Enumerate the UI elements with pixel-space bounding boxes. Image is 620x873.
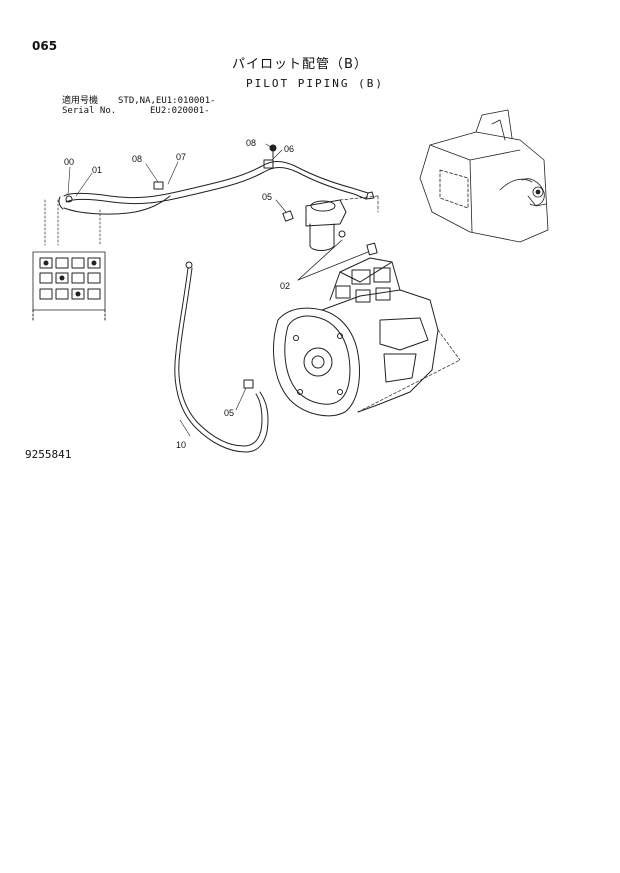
- serial-range-eu2: EU2:020001-: [150, 106, 210, 116]
- callout-10: 10: [176, 440, 186, 450]
- hose-assembly-upper: [58, 159, 375, 215]
- callout-07: 07: [176, 152, 186, 162]
- fitting-05-lower: [243, 379, 254, 389]
- serial-range-std: STD,NA,EU1:010001-: [118, 96, 216, 106]
- document-number: 9255841: [25, 448, 72, 461]
- filter-housing: [282, 195, 379, 251]
- hose-clamp-07: [153, 181, 164, 190]
- callout-02: 02: [280, 281, 290, 291]
- callout-01: 01: [92, 165, 102, 175]
- callout-00: 00: [64, 157, 74, 167]
- leader-dashed-left: [44, 199, 101, 246]
- fitting-02: [366, 242, 378, 256]
- hose-end-fitting: [65, 195, 73, 203]
- leader-02: [297, 239, 369, 281]
- page-number: 065: [32, 39, 58, 53]
- callout-leaders: [67, 143, 287, 437]
- title-english: PILOT PIPING (B): [246, 77, 384, 90]
- callout-05-upper: 05: [262, 192, 272, 202]
- callout-05-lower: 05: [224, 408, 234, 418]
- excavator-cab-sketch: [419, 109, 549, 243]
- callout-06: 06: [284, 144, 294, 154]
- serial-label-english: Serial No.: [62, 106, 117, 116]
- hose-10: [174, 261, 269, 453]
- fitting-08-right: [269, 144, 277, 159]
- serial-label-japanese: 適用号機: [62, 96, 99, 106]
- callout-08-top: 08: [132, 154, 142, 164]
- callout-08-right: 08: [246, 138, 256, 148]
- pump-assembly: [273, 242, 461, 417]
- title-japanese: パイロット配管（B）: [232, 57, 368, 72]
- fitting-05-upper: [282, 210, 294, 222]
- hose-clamp-06: [263, 159, 274, 169]
- control-valve-left: [32, 251, 106, 323]
